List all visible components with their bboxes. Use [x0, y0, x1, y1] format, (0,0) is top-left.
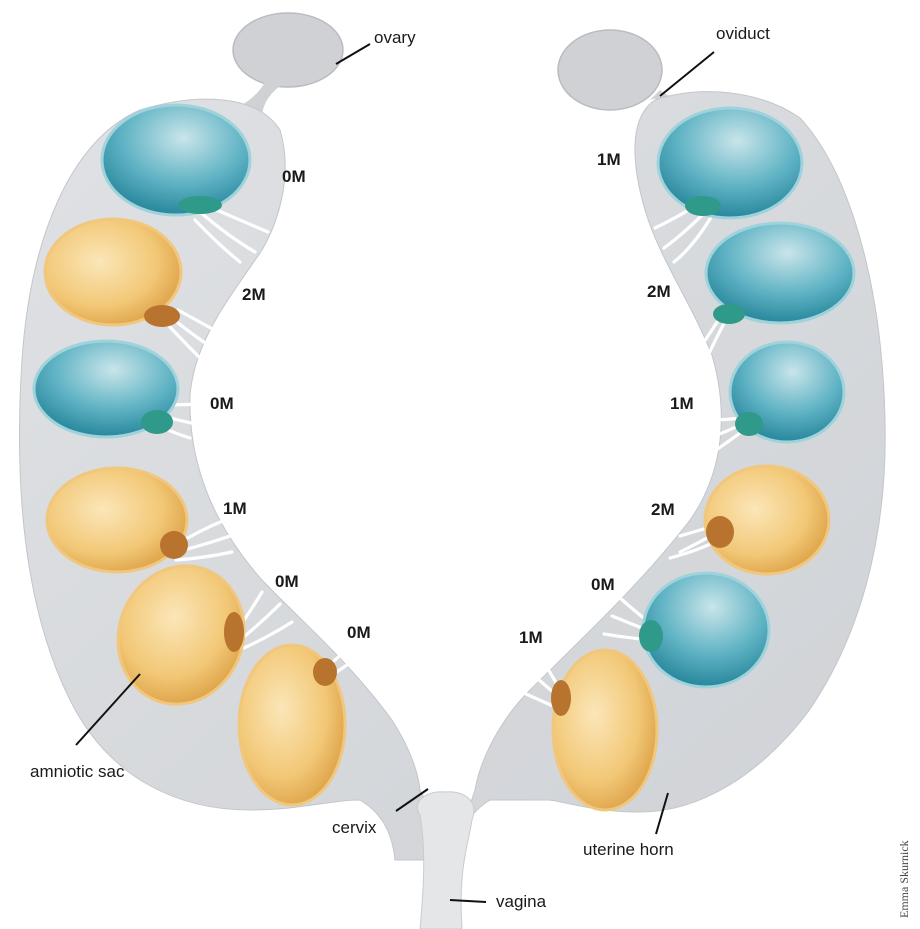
- marker-left-2: 2M: [242, 285, 266, 304]
- right-ovary: [558, 30, 662, 110]
- marker-left-3: 0M: [210, 394, 234, 413]
- label-vagina: vagina: [496, 892, 547, 911]
- marker-left-6: 0M: [347, 623, 371, 642]
- label-amniotic-sac: amniotic sac: [30, 762, 125, 781]
- label-cervix: cervix: [332, 818, 377, 837]
- marker-left-4: 1M: [223, 499, 247, 518]
- label-uterine-horn: uterine horn: [583, 840, 674, 859]
- label-oviduct: oviduct: [716, 24, 770, 43]
- marker-left-5: 0M: [275, 572, 299, 591]
- sac-right-4-female: [705, 466, 829, 574]
- sac-left-6-female: [239, 645, 345, 805]
- sac-left-4-female: [47, 468, 188, 572]
- sac-left-1-male: [102, 105, 250, 215]
- credit: Emma Skurnick: [897, 840, 911, 918]
- marker-right-2: 2M: [647, 282, 671, 301]
- marker-right-5: 0M: [591, 575, 615, 594]
- sac-left-2-female: [45, 219, 181, 327]
- marker-right-3: 1M: [670, 394, 694, 413]
- label-ovary: ovary: [374, 28, 416, 47]
- sac-right-6-female: [551, 650, 657, 810]
- marker-right-6: 1M: [519, 628, 543, 647]
- marker-right-1: 1M: [597, 150, 621, 169]
- sac-right-3-male: [730, 342, 844, 442]
- sac-right-1-male: [658, 108, 802, 218]
- sac-right-2-male: [706, 223, 854, 324]
- left-ovary: [233, 13, 343, 87]
- sac-left-3-male: [34, 341, 178, 437]
- marker-left-1: 0M: [282, 167, 306, 186]
- marker-right-4: 2M: [651, 500, 675, 519]
- vagina: [417, 792, 474, 929]
